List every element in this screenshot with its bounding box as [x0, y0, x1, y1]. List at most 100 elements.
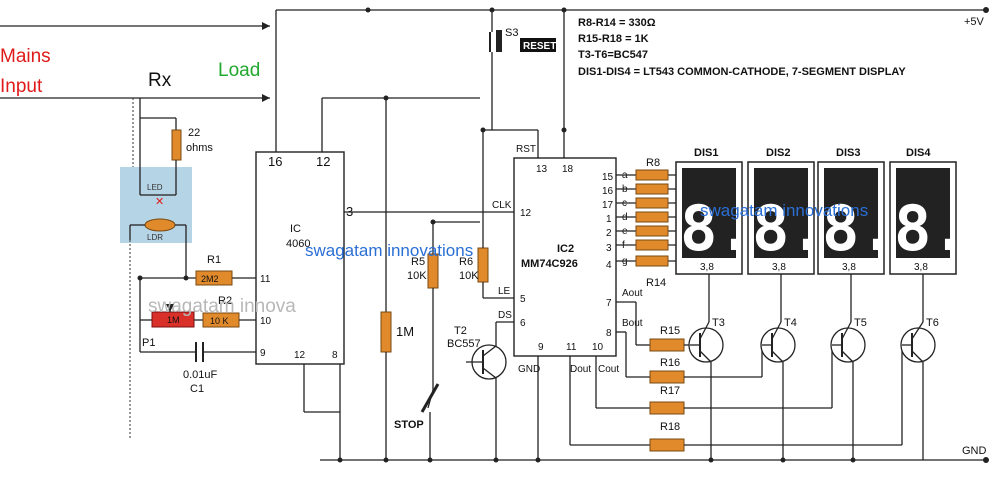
- watermark-main-2: swagatam innovations: [700, 201, 868, 220]
- current-sense-section: 22 ohms LED ✕ LDR: [120, 98, 213, 440]
- oscillator-network: 2M2 R1 1M P1 10 K R2 0.01uF C1: [139, 254, 256, 395]
- p1-value: 1M: [167, 315, 180, 325]
- display-dis4-digit: 8.: [894, 192, 969, 265]
- dis3-label: DIS3: [836, 147, 860, 159]
- led-cross-icon: ✕: [155, 196, 164, 208]
- ic1-pin11: 11: [260, 274, 271, 285]
- displays: DIS1 DIS2 DIS3 DIS4 8. 3,8 8. 3,8 8. 3,8…: [675, 147, 969, 322]
- component-notes: R8-R14 = 330Ω R15-R18 = 1K T3-T6=BC547 D…: [578, 17, 906, 78]
- ic1-label-line1: IC: [290, 223, 301, 235]
- resistor-1m-label: 1M: [396, 324, 414, 339]
- stop-switch[interactable]: [420, 383, 440, 413]
- r16-label: R16: [660, 357, 680, 369]
- ldr-element: [144, 218, 176, 232]
- ic2-rst-label: RST: [516, 144, 536, 155]
- r5-label: R5: [411, 256, 425, 268]
- ic1-pin12-bottom: 12: [294, 350, 306, 361]
- rx-label: Rx: [148, 70, 172, 91]
- ic2-pin18: 18: [562, 164, 574, 175]
- mains-wires: Mains Input Load Rx: [0, 22, 270, 102]
- note-line-4: DIS1-DIS4 = LT543 COMMON-CATHODE, 7-SEGM…: [578, 66, 906, 78]
- gnd-rail-label: GND: [962, 445, 987, 457]
- ic2-pin5: 5: [520, 294, 526, 305]
- resistor-r9: [635, 183, 669, 195]
- watermark-faded: swagatam innova: [148, 296, 296, 317]
- resistor-r18: [649, 438, 685, 452]
- display-dis1-digit: 8.: [680, 192, 755, 265]
- dis4-label: DIS4: [906, 147, 931, 159]
- r17-label: R17: [660, 385, 680, 397]
- r15-label: R15: [660, 325, 680, 337]
- r22-value: 22: [188, 127, 200, 139]
- t4-label: T4: [784, 317, 797, 329]
- r1-value: 2M2: [201, 274, 219, 284]
- resistor-r17: [649, 401, 685, 415]
- display-dis3-pins: 3,8: [842, 262, 856, 273]
- t5-label: T5: [854, 317, 867, 329]
- dis2-label: DIS2: [766, 147, 790, 159]
- ldr-label: LDR: [147, 233, 163, 242]
- r2-value: 10 K: [210, 316, 229, 326]
- plus5v-label: +5V: [964, 16, 985, 28]
- ic2-label-line2: MM74C926: [521, 258, 578, 270]
- resistor-22-ohms: [171, 129, 182, 161]
- ic2-pin3: 3: [606, 243, 612, 254]
- r6-value: 10K: [459, 270, 479, 282]
- ic1-pin10: 10: [260, 316, 272, 327]
- resistor-r12: [635, 225, 669, 237]
- r22-unit: ohms: [186, 142, 213, 154]
- note-line-2: R15-R18 = 1K: [578, 33, 649, 45]
- ic2-pin17: 17: [602, 200, 614, 211]
- display-dis1-pins: 3,8: [700, 262, 714, 273]
- ic2-pin13: 13: [536, 164, 548, 175]
- ic2-cout-label: Cout: [598, 364, 619, 375]
- reset-switch-section: S3 RESET: [483, 10, 556, 158]
- ic1-pin16: 16: [268, 154, 282, 169]
- ic2-pin8: 8: [606, 328, 612, 339]
- ic2-pin11: 11: [566, 342, 577, 353]
- ic2-dout-label: Dout: [570, 364, 591, 375]
- transistor-t6: [900, 327, 936, 363]
- ic2-pin4: 4: [606, 260, 612, 271]
- ic2-pin15: 15: [602, 172, 614, 183]
- c1-label: C1: [190, 383, 204, 395]
- ic1-pin8: 8: [332, 350, 338, 361]
- t2-type: BC557: [447, 338, 481, 350]
- display-dis2-face: [754, 168, 808, 258]
- r1-label: R1: [207, 254, 221, 266]
- ic2-label-line1: IC2: [557, 243, 574, 255]
- r14-label: R14: [646, 277, 666, 289]
- r8-label: R8: [646, 157, 660, 169]
- mains-input-label-line1: Mains: [0, 46, 51, 67]
- mains-input-label-line2: Input: [0, 76, 43, 97]
- display-dis2-digit: 8.: [752, 192, 827, 265]
- display-dis2-pins: 3,8: [772, 262, 786, 273]
- load-label: Load: [218, 60, 260, 81]
- ic2-pin6: 6: [520, 318, 526, 329]
- r6-label: R6: [459, 256, 473, 268]
- ic2-pin7: 7: [606, 298, 612, 309]
- display-dis1-face: [682, 168, 736, 258]
- ic2-pin9: 9: [538, 342, 544, 353]
- reset-switch-s3[interactable]: [496, 30, 502, 52]
- ic1-4060: IC 4060 16 12 11 10 9 12 8 3: [255, 10, 480, 460]
- ic2-gnd-label: GND: [518, 364, 540, 375]
- stop-label: STOP: [394, 419, 424, 431]
- bout-label: Bout: [622, 318, 643, 329]
- resistor-r16: [649, 370, 685, 384]
- ic2-ds-label: DS: [498, 310, 512, 321]
- r2-label: R2: [218, 295, 232, 307]
- ic2-le-label: LE: [498, 286, 511, 297]
- latch-section: R5 10K R6 10K T2 BC557 STOP: [394, 130, 514, 460]
- ic2-pin16: 16: [602, 186, 614, 197]
- display-dis3-face: [824, 168, 878, 258]
- r5-value: 10K: [407, 270, 427, 282]
- ic1-pin12-top: 12: [316, 154, 330, 169]
- t6-label: T6: [926, 317, 939, 329]
- resistor-r6: [477, 247, 489, 283]
- t2-label: T2: [454, 325, 467, 337]
- t3-label: T3: [712, 317, 725, 329]
- s3-label: S3: [505, 27, 518, 39]
- display-dis3-digit: 8.: [822, 192, 897, 265]
- ic2-clk-label: CLK: [492, 200, 512, 211]
